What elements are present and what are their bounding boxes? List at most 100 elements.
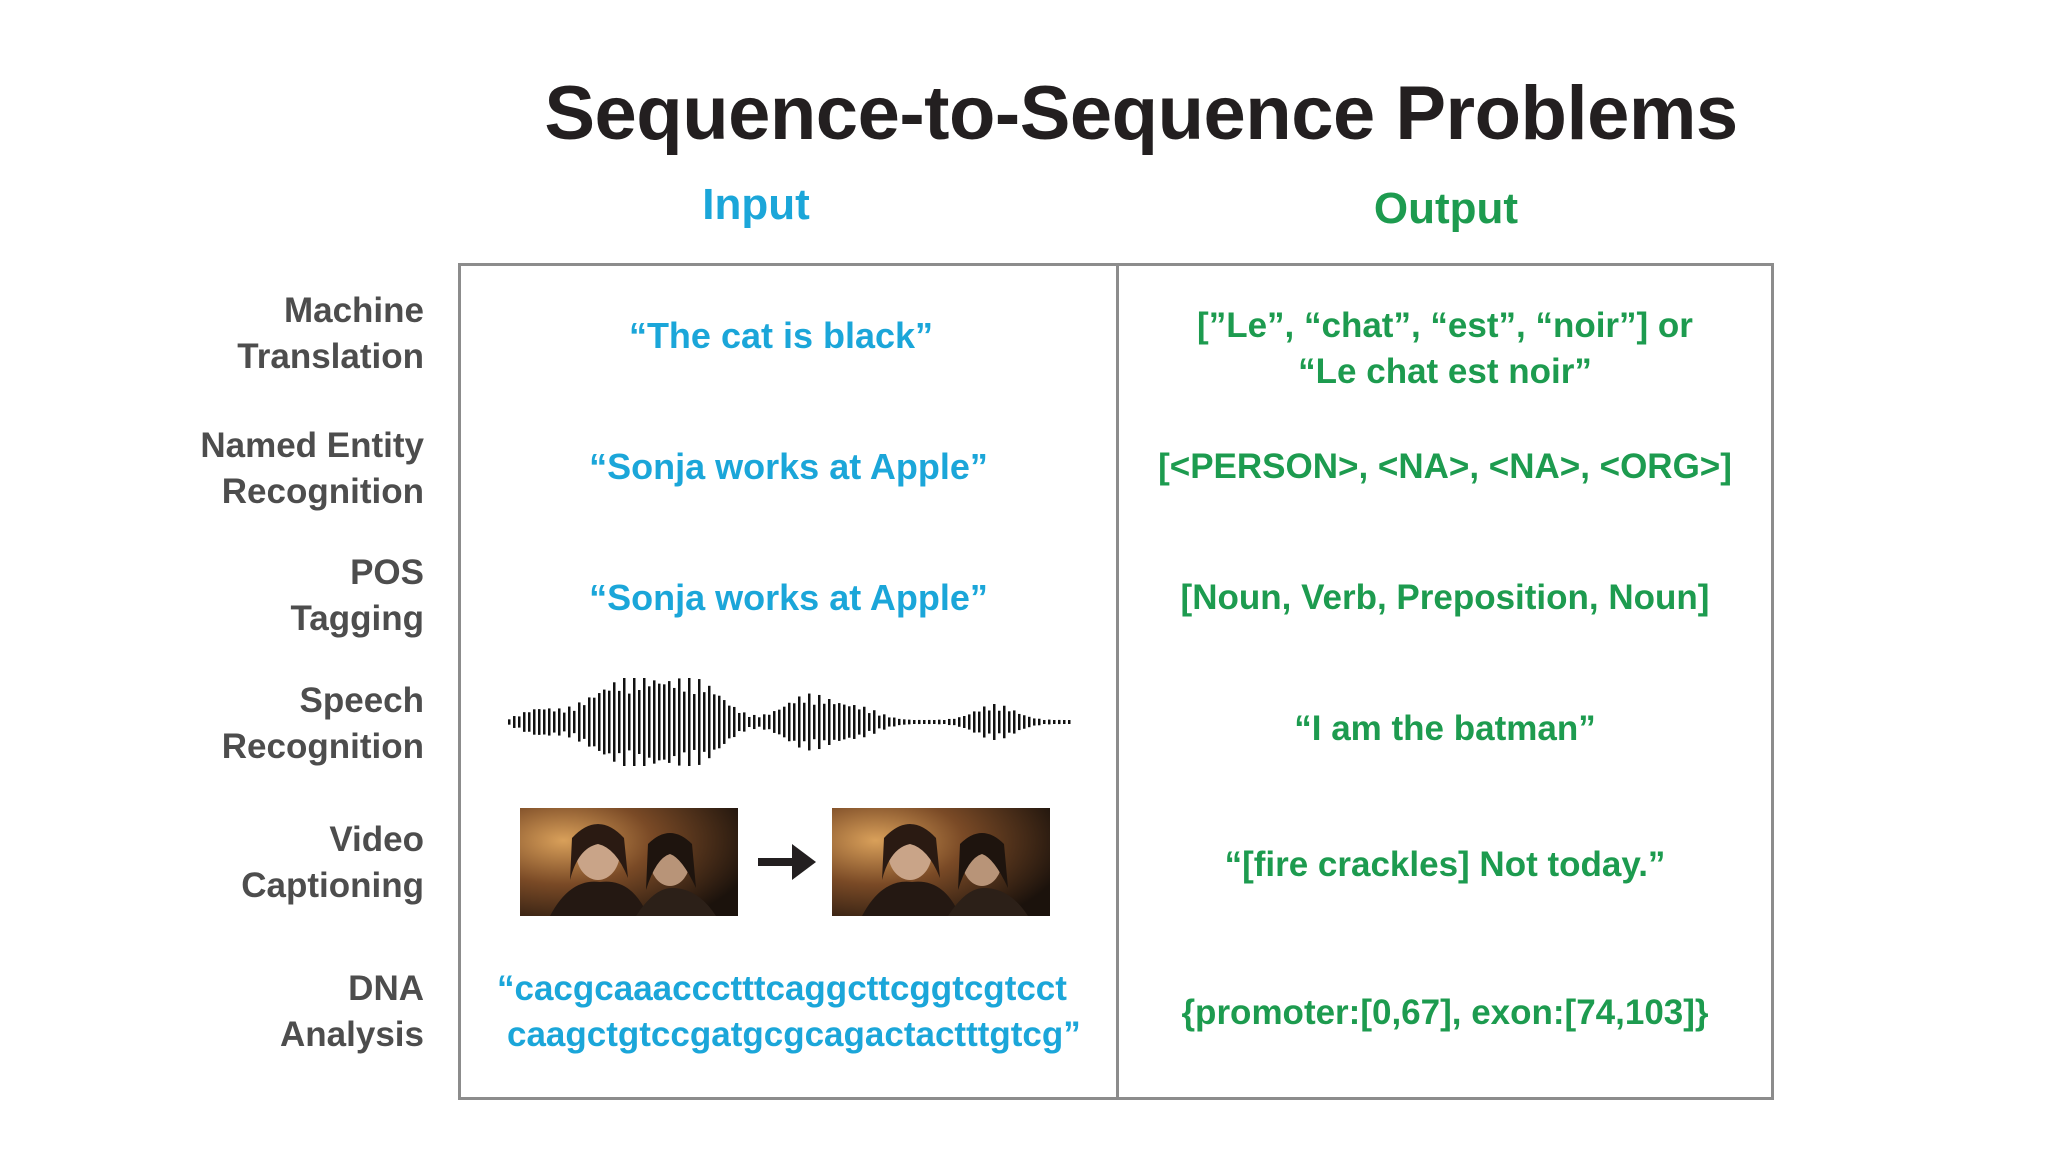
waveform-bar <box>578 702 581 742</box>
input-text: “Sonja works at Apple” <box>589 446 988 487</box>
output-named-entity-recognition: [<PERSON>, <NA>, <NA>, <ORG>] <box>1119 444 1771 490</box>
waveform-bar <box>663 684 666 760</box>
waveform-bar <box>853 705 856 739</box>
waveform-bar <box>973 711 976 733</box>
waveform-bar <box>943 720 946 724</box>
waveform-bar <box>1058 719 1061 725</box>
input-column-header: Input <box>702 180 810 229</box>
waveform-bar <box>713 694 716 750</box>
input-dna-analysis: “cacgcaaaccctttcaggcttcggtcgtcct caagctg… <box>461 966 1116 1058</box>
waveform-bar <box>783 706 786 738</box>
waveform-bar <box>963 716 966 728</box>
waveform-bar <box>918 719 921 725</box>
waveform-bar <box>1028 716 1031 728</box>
waveform-bar <box>753 714 756 730</box>
waveform-bar <box>608 690 611 754</box>
waveform-bar <box>843 704 846 740</box>
waveform-bar <box>953 718 956 726</box>
waveform-bar <box>638 690 641 754</box>
waveform-bar <box>633 678 636 766</box>
waveform-bar <box>613 682 616 762</box>
row-label-machine-translation: Machine Translation <box>44 288 424 380</box>
waveform-bar <box>523 712 526 732</box>
waveform-bar <box>568 706 571 738</box>
waveform-bar <box>528 712 531 732</box>
row-label-line: Machine <box>283 291 424 330</box>
waveform-bar <box>733 706 736 738</box>
waveform-bar <box>683 691 686 753</box>
waveform-bar <box>998 710 1001 734</box>
waveform-bar <box>968 714 971 730</box>
waveform-bar <box>673 687 676 757</box>
waveform-bar <box>1008 711 1011 733</box>
video-frame-icon <box>832 808 1050 916</box>
row-label-line: Analysis <box>280 1015 424 1054</box>
waveform-bar <box>543 709 546 735</box>
output-text-line: [”Le”, “chat”, “est”, “noir”] or <box>1197 306 1693 345</box>
waveform-bar <box>773 711 776 733</box>
waveform-bar <box>1048 719 1051 725</box>
output-dna-analysis: {promoter:[0,67], exon:[74,103]} <box>1119 990 1771 1036</box>
output-video-captioning: “[fire crackles] Not today.” <box>1119 842 1771 888</box>
waveform-bar <box>718 695 721 749</box>
waveform-bar <box>823 703 826 741</box>
waveform-bar <box>563 712 566 732</box>
audio-waveform-icon <box>508 678 1071 766</box>
input-text: “The cat is black” <box>628 315 934 356</box>
waveform-bar <box>878 715 881 729</box>
right-arrow-icon <box>758 844 816 880</box>
row-label-line: Speech <box>299 681 425 720</box>
waveform-bar <box>678 678 681 766</box>
input-machine-translation: “The cat is black” <box>461 313 1101 359</box>
input-text-line: “cacgcaaaccctttcaggcttcggtcgtcct <box>497 969 1067 1008</box>
waveform-bar <box>513 716 516 728</box>
waveform-bar <box>538 709 541 735</box>
waveform-bar <box>908 719 911 725</box>
waveform-bar <box>833 704 836 740</box>
waveform-bar <box>923 720 926 724</box>
waveform-bar <box>1013 710 1016 734</box>
row-label-line: Captioning <box>241 866 424 905</box>
output-text-line: “Le chat est noir” <box>1298 352 1592 391</box>
row-label-line: Named Entity <box>200 426 424 465</box>
waveform-bar <box>598 693 601 751</box>
waveform-bar <box>983 706 986 738</box>
output-text: {promoter:[0,67], exon:[74,103]} <box>1181 993 1709 1032</box>
row-label-line: Recognition <box>221 727 424 766</box>
waveform-bar <box>558 708 561 736</box>
row-label-line: Video <box>329 820 424 859</box>
waveform-bar <box>738 712 741 732</box>
waveform-bar <box>933 720 936 724</box>
waveform-bar <box>648 686 651 758</box>
waveform-bar <box>653 680 656 764</box>
waveform-bar <box>938 719 941 725</box>
waveform-bar <box>803 702 806 742</box>
waveform-bar <box>848 706 851 738</box>
row-label-line: Recognition <box>221 472 424 511</box>
output-text: [Noun, Verb, Preposition, Noun] <box>1180 578 1710 617</box>
output-speech-recognition: “I am the batman” <box>1119 706 1771 752</box>
waveform-bar <box>1063 720 1066 724</box>
waveform-bar <box>533 709 536 735</box>
waveform-bar <box>948 718 951 726</box>
waveform-bar <box>888 717 891 727</box>
waveform-bar <box>643 678 646 766</box>
waveform-bar <box>508 719 511 725</box>
row-label-line: Tagging <box>290 599 425 638</box>
output-text: [<PERSON>, <NA>, <NA>, <ORG>] <box>1158 447 1732 486</box>
waveform-bar <box>903 719 906 725</box>
waveform-bar <box>758 717 761 727</box>
waveform-bar <box>828 699 831 745</box>
output-text: “[fire crackles] Not today.” <box>1224 845 1666 884</box>
waveform-bar <box>768 714 771 730</box>
output-column-header: Output <box>1373 184 1519 233</box>
waveform-bar <box>978 711 981 733</box>
waveform-bar <box>623 678 626 766</box>
output-text: “I am the batman” <box>1294 709 1596 748</box>
page-title: Sequence-to-Sequence Problems <box>544 71 1738 156</box>
waveform-bar <box>628 693 631 751</box>
waveform-bar <box>603 689 606 755</box>
row-label-named-entity-recognition: Named Entity Recognition <box>44 423 424 515</box>
waveform-bar <box>798 696 801 748</box>
waveform-bar <box>838 703 841 741</box>
